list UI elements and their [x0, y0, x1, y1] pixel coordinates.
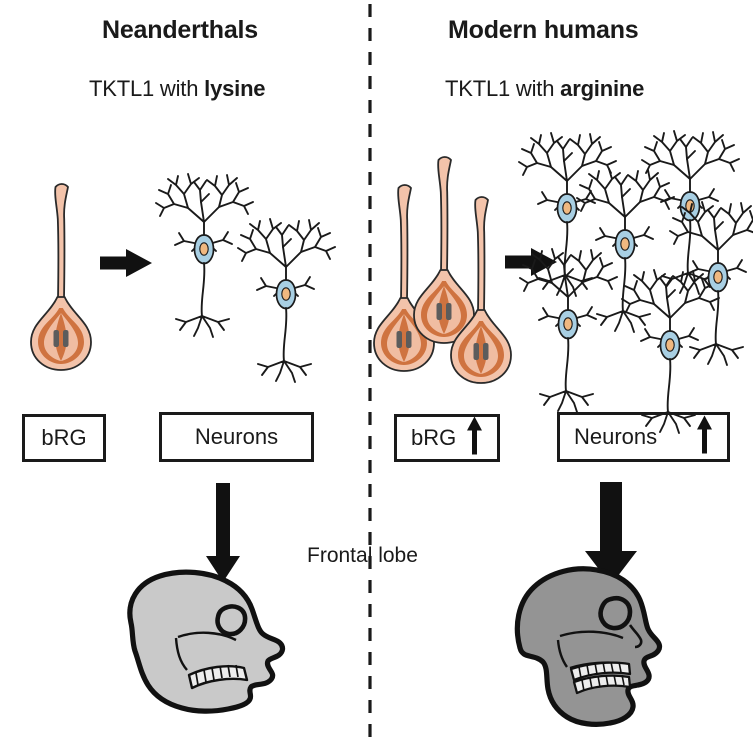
left-panel-subtitle: TKTL1 with lysine [89, 76, 266, 102]
left-panel-graphics [30, 173, 336, 714]
right-subtitle-prefix: TKTL1 with [445, 76, 561, 101]
right-down-arrow-icon [585, 482, 637, 585]
brg-increase-arrow-icon [466, 416, 483, 460]
right-neuron-5 [621, 269, 720, 434]
left-brg-cell-1 [30, 183, 92, 371]
right-neuron-4 [519, 248, 618, 413]
right-brg-box-label: bRG [411, 425, 457, 450]
right-neurons-box-label: Neurons [574, 424, 658, 449]
left-neuron-2 [237, 218, 336, 383]
left-neurons-box-label: Neurons [194, 424, 279, 449]
right-panel-subtitle: TKTL1 with arginine [445, 76, 644, 102]
neanderthal-skull [127, 569, 286, 714]
right-panel-title: Modern humans [448, 16, 639, 44]
right-panel-graphics [373, 130, 753, 727]
left-brg-box-label: bRG [41, 425, 87, 450]
neurons-increase-arrow-icon [696, 415, 713, 459]
left-neurons-box: Neurons [159, 412, 314, 462]
left-panel-title: Neanderthals [102, 16, 258, 44]
right-brg-box: bRG [394, 414, 500, 462]
frontal-lobe-label: Frontal lobe [307, 544, 418, 567]
right-neurons-box: Neurons [557, 412, 730, 462]
left-brg-box: bRG [22, 414, 106, 462]
right-brg-cell-1 [373, 184, 435, 372]
left-neuron-1 [155, 173, 254, 338]
left-transition-arrow-icon [100, 249, 152, 277]
left-subtitle-prefix: TKTL1 with [89, 76, 205, 101]
right-brg-cell-2 [413, 156, 475, 344]
right-subtitle-emphasis: arginine [560, 76, 645, 101]
left-subtitle-emphasis: lysine [204, 76, 266, 101]
left-down-arrow-icon [206, 483, 240, 582]
modern-human-skull [514, 566, 663, 727]
